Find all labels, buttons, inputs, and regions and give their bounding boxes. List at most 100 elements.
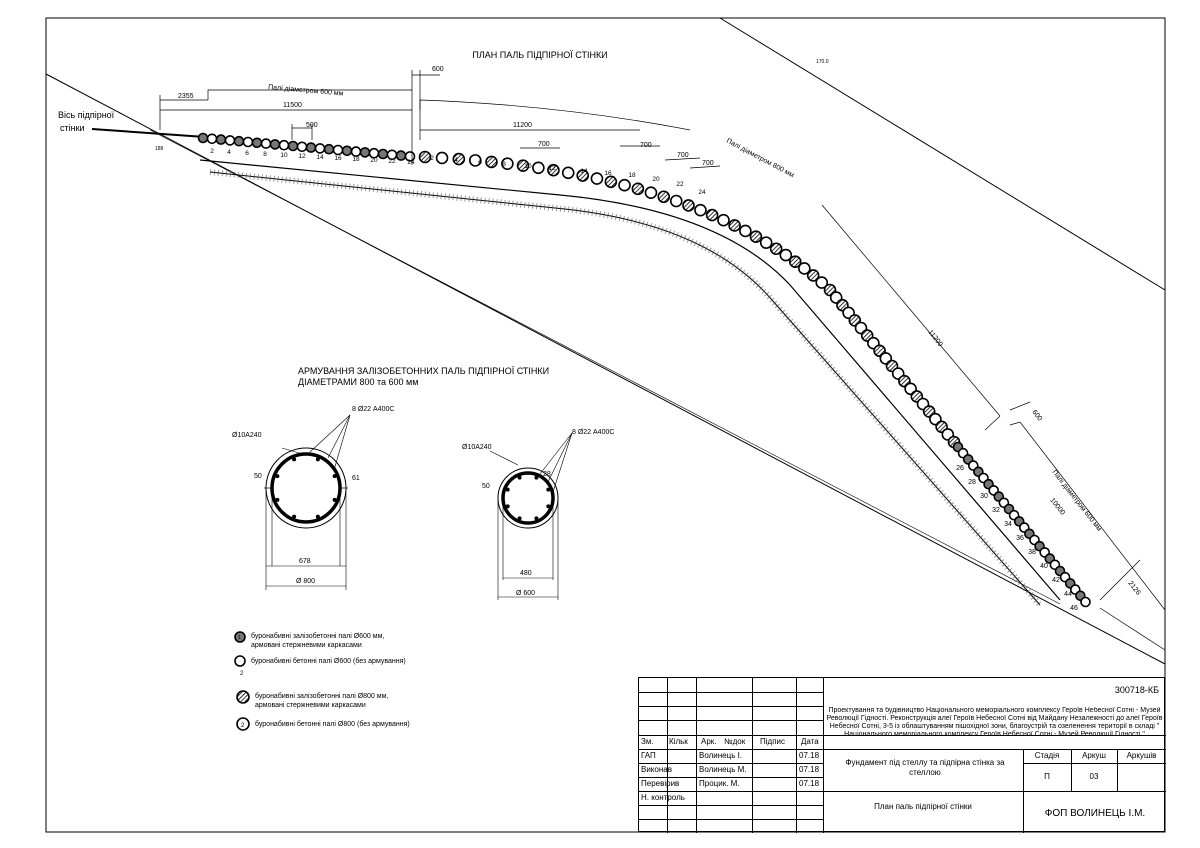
legend-symbol-c800 [236, 717, 250, 731]
date-pereviryv: 07.18 [799, 779, 820, 788]
pile [296, 141, 308, 153]
pile-num: 44 [1064, 591, 1072, 598]
pile [332, 144, 344, 156]
pile-num: 40 [1040, 563, 1048, 570]
pile-num: 2 [210, 148, 214, 155]
pile [377, 148, 389, 160]
d800-cover: 50 [254, 473, 262, 480]
pile-num: 24 [407, 159, 415, 166]
pile [395, 150, 407, 161]
pile-num: 6 [245, 150, 249, 157]
pile [788, 255, 802, 268]
hdr-ark: Арк. [701, 737, 717, 746]
hdr-ndok: №док [724, 737, 746, 746]
legend-mark-2: 2 [240, 671, 244, 677]
rebar [534, 475, 539, 480]
pile-num: 38 [1028, 549, 1036, 556]
pile [418, 150, 432, 164]
axis-label-2: стінки [60, 123, 85, 133]
pile-num: 18 [628, 172, 636, 179]
role-gap: ГАП [641, 751, 656, 760]
d600-side: 28 [543, 471, 551, 478]
d600-cover: 50 [482, 483, 490, 490]
stage-label: Стадія [1034, 751, 1060, 760]
d800-outer: Ø 800 [296, 578, 315, 585]
reinf-title-1: АРМУВАННЯ ЗАЛІЗОБЕТОННИХ ПАЛЬ ПІДПІРНОЇ … [298, 366, 549, 376]
dim-11200-top: 11200 [513, 122, 532, 129]
legend-text-3b: армовані стержневими каркасами [255, 701, 366, 709]
d600-inner: 480 [520, 570, 532, 577]
drawing-title: ПЛАН ПАЛЬ ПІДПІРНОЇ СТІНКИ [472, 50, 607, 60]
date-gap: 07.18 [799, 751, 820, 760]
rebar [517, 475, 522, 480]
pile-num: 20 [652, 176, 660, 183]
pile-num: 10 [280, 152, 288, 159]
d800-inner: 678 [299, 558, 311, 565]
boundary-line-top [719, 17, 1166, 291]
boundary-line-left [45, 73, 1166, 665]
legend-text-1b: армовані стержневими каркасами [251, 641, 362, 649]
pile-num: 24 [698, 189, 706, 196]
project-name: Проектування та будівництво Національног… [826, 707, 1163, 735]
pile [452, 152, 466, 166]
dimension-lines [159, 70, 1166, 651]
pile [739, 224, 752, 238]
rebar [517, 516, 522, 521]
pile [657, 190, 671, 204]
pile-num: 32 [992, 507, 1000, 514]
legend-text-4: буронабивні бетонні палі Ø800 (без армув… [255, 720, 410, 728]
pile [717, 213, 730, 227]
pile-num: 8 [502, 161, 506, 168]
name-gap: Волинець І. [699, 751, 743, 760]
pile-numbers-diag: 26 28 30 32 34 36 38 40 42 44 46 [956, 465, 1078, 612]
pile [694, 203, 707, 217]
rebar [292, 514, 297, 519]
dim-10000: 10000 [1048, 497, 1066, 517]
dim-700-a: 700 [538, 141, 550, 148]
hdr-data: Дата [801, 737, 819, 746]
title-block: 300718-КБ Проектування та будівництво На… [638, 677, 1166, 833]
pile [224, 135, 236, 146]
pile [516, 159, 530, 172]
pile [576, 169, 590, 182]
rebar [315, 457, 320, 462]
pile [278, 139, 290, 151]
hdr-zm: Зм. [641, 737, 654, 746]
rebar [534, 516, 539, 521]
pile [1080, 596, 1091, 608]
pile [242, 136, 254, 148]
dim-700-d: 700 [702, 160, 714, 167]
pile [806, 269, 820, 282]
pile-num: 28 [968, 479, 976, 486]
rebar [332, 474, 337, 479]
legend-mark-1: 1 [238, 635, 241, 641]
pile-num: 20 [370, 157, 378, 164]
d800-side: 61 [352, 475, 360, 482]
rebar [505, 487, 510, 492]
pile [323, 143, 335, 155]
dim-2126: 2126 [1126, 580, 1141, 597]
pile [287, 140, 299, 152]
d600-bars: 8 Ø22 А400С [572, 429, 614, 436]
pile-num: 16 [604, 170, 612, 177]
pile [251, 137, 263, 149]
role-pereviryv: Перевірив [641, 779, 680, 788]
wall-axis-line [91, 128, 206, 138]
rebar [546, 504, 551, 509]
pile-num: 30 [980, 493, 988, 500]
role-vykonav: Виконав [641, 765, 672, 774]
dim-600-diag: 600 [1030, 409, 1043, 423]
pile [260, 138, 272, 149]
pile [590, 172, 604, 185]
pile-num: 36 [1016, 535, 1024, 542]
elevation-right: 170.0 [816, 59, 829, 65]
pile-num: 14 [316, 154, 324, 161]
d800-stirrup: Ø10А240 [232, 432, 262, 439]
elevation-left: 188 [155, 146, 164, 152]
stage-value: П [1044, 772, 1050, 781]
label-piles600-diag: Палі діаметром 600 мм [1050, 468, 1103, 533]
dim-500: 500 [306, 122, 318, 129]
legend-symbol-c600 [234, 655, 246, 667]
pile [468, 154, 482, 167]
